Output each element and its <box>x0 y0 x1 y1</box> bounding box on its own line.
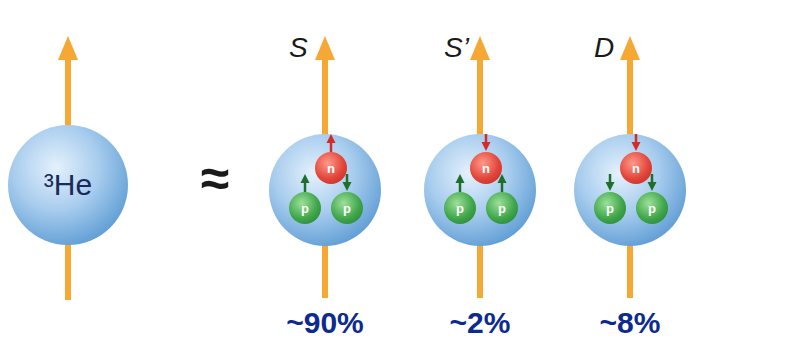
particle-label: p <box>343 201 351 216</box>
spin-head <box>648 182 657 191</box>
particle-label: p <box>301 201 309 216</box>
particle-spin-arrow <box>482 134 491 151</box>
particle-label: p <box>648 201 656 216</box>
neutron: n <box>315 152 347 184</box>
proton: p <box>486 192 518 224</box>
spin-head <box>632 142 641 151</box>
proton: p <box>289 192 321 224</box>
state-spin-arrowhead <box>620 36 640 60</box>
particle-spin-arrow <box>327 134 336 152</box>
particle-label: n <box>632 161 640 176</box>
nucleus-sphere: ³He <box>8 125 128 245</box>
particle-label: n <box>482 161 490 176</box>
state-label: S <box>289 32 308 64</box>
spin-state-sphere: Snpp <box>269 134 381 246</box>
spin-head <box>482 142 491 151</box>
particle-spin-arrow <box>606 174 615 191</box>
spin-head <box>343 182 352 191</box>
particle-spin-arrows <box>574 134 686 246</box>
state-spin-arrowhead <box>315 36 335 60</box>
particle-spin-arrows <box>269 134 381 246</box>
particle-label: p <box>606 201 614 216</box>
proton: p <box>331 192 363 224</box>
spin-state-sphere: Dnpp <box>574 134 686 246</box>
proton: p <box>594 192 626 224</box>
proton: p <box>444 192 476 224</box>
particle-label: p <box>456 201 464 216</box>
particle-spin-arrow <box>456 174 465 192</box>
spin-state-sphere: S’npp <box>424 134 536 246</box>
particle-label: n <box>327 161 335 176</box>
state-label: D <box>594 32 614 64</box>
nucleus-label: ³He <box>44 168 92 202</box>
spin-shaft <box>330 142 333 152</box>
probability-label: ~90% <box>286 306 364 340</box>
particle-spin-arrow <box>632 134 641 151</box>
nucleus-spin-arrowhead <box>58 36 78 60</box>
probability-label: ~2% <box>450 306 511 340</box>
particle-spin-arrows <box>424 134 536 246</box>
spin-shaft <box>304 182 307 192</box>
spin-head <box>301 174 310 183</box>
particle-label: p <box>498 201 506 216</box>
particle-spin-arrow <box>301 174 310 192</box>
state-spin-arrowhead <box>470 36 490 60</box>
spin-head <box>606 182 615 191</box>
state-label: S’ <box>444 32 469 64</box>
spin-shaft <box>501 182 504 192</box>
spin-head <box>456 174 465 183</box>
approx-sign: ≈ <box>201 148 230 208</box>
neutron: n <box>470 152 502 184</box>
proton: p <box>636 192 668 224</box>
neutron: n <box>620 152 652 184</box>
spin-shaft <box>459 182 462 192</box>
spin-head <box>327 134 336 143</box>
probability-label: ~8% <box>600 306 661 340</box>
